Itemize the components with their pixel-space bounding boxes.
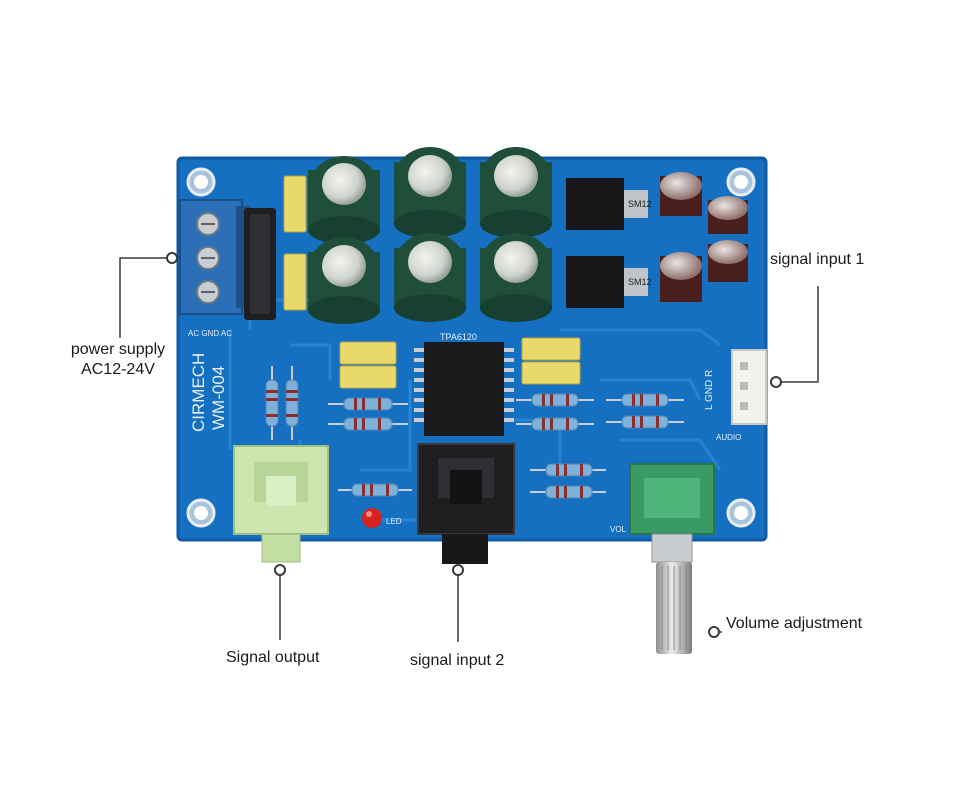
signal-output-jack — [233, 445, 329, 563]
callout-lines — [119, 257, 819, 642]
regulator-marking-bottom: SM12 — [628, 277, 652, 287]
rectifier — [244, 208, 276, 320]
chip-silkscreen: TPA6120 — [440, 332, 477, 342]
model-silkscreen: WM-004 — [209, 366, 228, 430]
callout-dots — [166, 252, 782, 638]
film-capacitors-center — [339, 337, 581, 389]
audio-silkscreen: AUDIO — [716, 433, 741, 442]
volume-adjustment-label: Volume adjustment — [726, 615, 863, 632]
signal-output-label: Signal output — [226, 649, 320, 666]
led-silkscreen: LED — [386, 517, 402, 526]
regulator-marking-top: SM12 — [628, 199, 652, 209]
resistors — [265, 366, 684, 499]
power-terminal-block — [179, 199, 250, 315]
power-supply-label: power supply AC12-24V — [62, 340, 174, 380]
audio-pin-silkscreen: L GND R — [704, 370, 715, 410]
power-supply-label-line2: AC12-24V — [81, 361, 155, 378]
signal-input-1-connector — [731, 349, 767, 425]
brand-silkscreen: CIRMECH — [189, 353, 208, 432]
mounting-holes — [186, 167, 756, 528]
electrolytic-capacitors — [308, 147, 552, 324]
power-supply-label-line1: power supply — [70, 341, 166, 358]
small-capacitors — [660, 172, 748, 302]
op-amp-chip — [414, 342, 514, 436]
film-capacitors-left — [283, 175, 307, 311]
power-led — [362, 508, 382, 528]
signal-input-1-label: signal input 1 — [770, 251, 865, 268]
volume-potentiometer — [629, 463, 715, 654]
signal-input-2-jack — [417, 443, 515, 564]
signal-input-2-label: signal input 2 — [410, 652, 505, 669]
vol-silkscreen: VOL — [610, 525, 627, 534]
voltage-regulators — [566, 178, 648, 308]
terminal-label: AC GND AC — [188, 329, 232, 338]
